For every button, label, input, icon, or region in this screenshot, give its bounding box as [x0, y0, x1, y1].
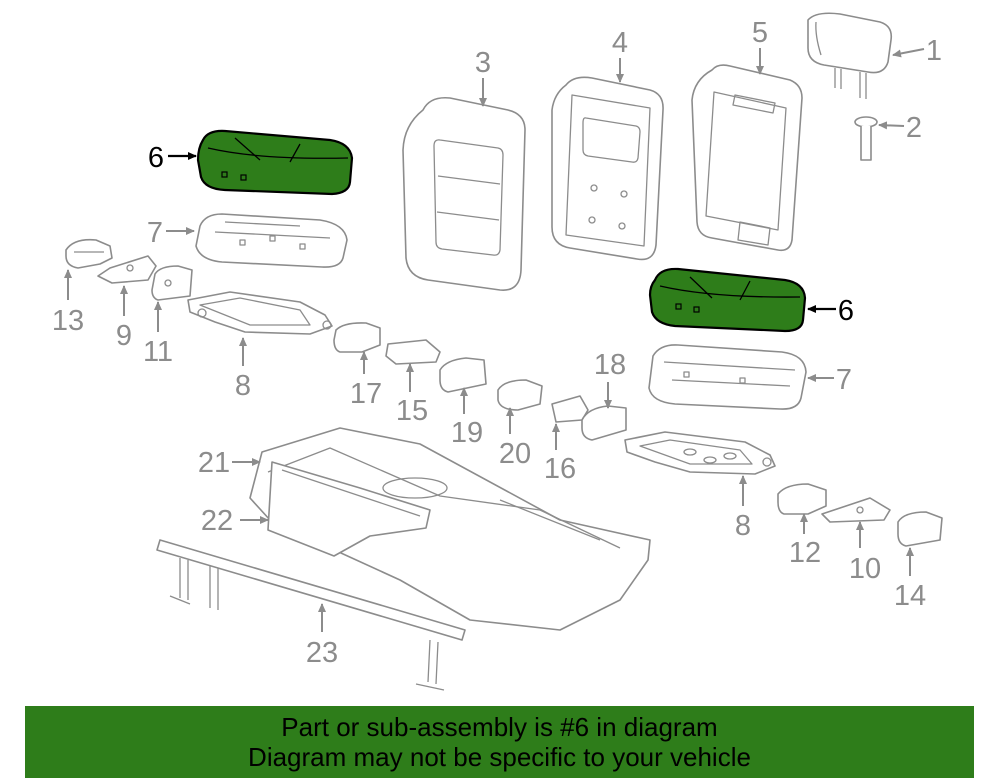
callout-17: 17	[350, 378, 382, 410]
callout-20: 20	[499, 438, 531, 470]
part-seat-cushion-highlighted-left	[196, 129, 354, 196]
callout-13: 13	[52, 305, 84, 337]
banner-line-disclaimer: Diagram may not be specific to your vehi…	[248, 742, 751, 772]
part-trim-cover-20	[497, 379, 543, 411]
callout-12: 12	[789, 537, 821, 569]
callout-labels: 1 2 3 4 5 6 6 7 7 8 8 9 10 11 12 13 14 1…	[52, 17, 942, 669]
part-trim-cover-11	[151, 265, 193, 301]
callout-9: 9	[116, 320, 132, 352]
callout-23: 23	[306, 637, 338, 669]
callout-21: 21	[198, 447, 230, 479]
part-seat-back	[402, 96, 526, 291]
callout-15: 15	[396, 395, 428, 427]
callout-16: 16	[544, 453, 576, 485]
callout-18: 18	[594, 349, 626, 381]
callout-5: 5	[752, 17, 768, 49]
callout-6-left: 6	[148, 142, 164, 174]
callout-19: 19	[451, 417, 483, 449]
part-cushion-frame-right	[648, 344, 807, 410]
part-cushion-frame-left	[195, 213, 348, 268]
part-trim-cover-14	[897, 511, 943, 547]
part-info-banner: Part or sub-assembly is #6 in diagram Di…	[25, 706, 974, 778]
part-pivot-bracket-15	[385, 339, 441, 365]
part-floor-rail	[156, 539, 466, 691]
callout-8-right: 8	[735, 510, 751, 542]
callout-10: 10	[849, 553, 881, 585]
part-bin-lid	[267, 461, 431, 557]
callout-8-left: 8	[235, 370, 251, 402]
callout-7-right: 7	[836, 364, 852, 396]
part-headrest-guide	[854, 116, 878, 161]
callout-1: 1	[926, 35, 942, 67]
banner-line-part-number: Part or sub-assembly is #6 in diagram	[281, 712, 718, 742]
leader-lines	[64, 48, 925, 632]
callout-7-left: 7	[147, 217, 163, 249]
part-trim-cover-12	[777, 483, 827, 515]
callout-6-right: 6	[838, 295, 854, 327]
part-seat-cushion-highlighted-right	[648, 267, 807, 333]
part-back-panel	[691, 64, 803, 252]
part-trim-cover-13	[65, 238, 113, 269]
part-trim-cover-17	[333, 322, 381, 353]
part-headrest	[807, 12, 893, 99]
callout-14: 14	[894, 580, 926, 612]
part-hinge-bracket-9	[97, 255, 157, 284]
part-trim-cover-19	[439, 357, 487, 393]
part-seat-back-frame	[551, 76, 664, 261]
callout-4: 4	[612, 27, 628, 59]
callout-2: 2	[906, 112, 922, 144]
part-seat-pan-left	[187, 291, 333, 335]
part-seat-pan-right	[624, 431, 776, 475]
callout-22: 22	[201, 505, 233, 537]
callout-3: 3	[475, 47, 491, 79]
part-hinge-bracket-10	[821, 497, 891, 523]
part-trim-cover-18	[581, 405, 627, 441]
callout-11: 11	[143, 336, 173, 368]
